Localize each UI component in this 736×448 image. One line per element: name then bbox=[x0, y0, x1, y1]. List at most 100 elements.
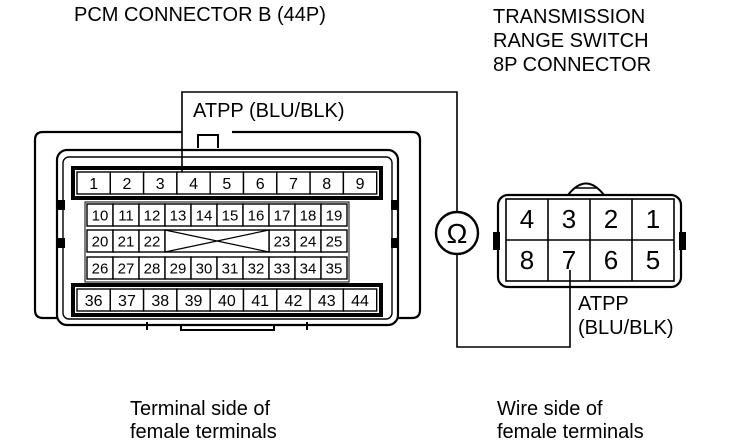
pcm-pin-label: 43 bbox=[318, 293, 336, 310]
pcm-pin-38: 38 bbox=[142, 288, 178, 312]
pcm-pin-label: 40 bbox=[218, 293, 236, 310]
pcm-pin-label: 17 bbox=[274, 207, 291, 224]
pcm-pin-label: 30 bbox=[196, 260, 213, 277]
pcm-pin-10: 10 bbox=[86, 203, 114, 227]
pcm-pin-label: 34 bbox=[300, 260, 317, 277]
pcm-pin-label: 11 bbox=[118, 207, 134, 224]
pcm-pin-label: 5 bbox=[222, 176, 231, 193]
pcm-pin-42: 42 bbox=[276, 288, 311, 312]
pcm-pin-30: 30 bbox=[190, 256, 218, 280]
pcm-pin-2: 2 bbox=[109, 171, 145, 195]
pcm-pin-label: 39 bbox=[185, 293, 203, 310]
pcm-pin-label: 13 bbox=[170, 207, 187, 224]
ohmmeter-icon: Ω bbox=[434, 210, 480, 256]
pcm-pin-12: 12 bbox=[138, 203, 166, 227]
pcm-pin-label: 14 bbox=[196, 207, 213, 224]
pcm-pin-40: 40 bbox=[209, 288, 245, 312]
switch-title-line-1: TRANSMISSION bbox=[493, 6, 646, 28]
test-wire bbox=[181, 91, 571, 348]
pcm-pin-41: 41 bbox=[242, 288, 278, 312]
pcm-pin-label: 1 bbox=[89, 176, 98, 193]
pcm-pin-label: 37 bbox=[118, 293, 136, 310]
pcm-pin-6: 6 bbox=[242, 171, 278, 195]
switch-pin-7: 7 bbox=[562, 245, 576, 275]
pcm-pin-label: 23 bbox=[274, 233, 291, 250]
pcm-pin-27: 27 bbox=[112, 256, 140, 280]
pcm-pin-36: 36 bbox=[76, 288, 111, 312]
pcm-pin-label: 2 bbox=[122, 176, 131, 193]
pcm-pin-label: 18 bbox=[300, 207, 317, 224]
pcm-wire-label: ATPP (BLU/BLK) bbox=[193, 100, 345, 122]
pcm-pin-label: 10 bbox=[92, 207, 109, 224]
pcm-pin-20: 20 bbox=[86, 229, 114, 253]
pcm-pin-3: 3 bbox=[142, 171, 178, 195]
pcm-pin-label: 16 bbox=[248, 207, 265, 224]
switch-pin-3: 3 bbox=[562, 204, 576, 234]
pcm-pin-18: 18 bbox=[294, 203, 322, 227]
switch-pin-4: 4 bbox=[520, 204, 534, 234]
pcm-pin-13: 13 bbox=[164, 203, 192, 227]
pcm-pin-label: 36 bbox=[85, 293, 103, 310]
pcm-pin-31: 31 bbox=[216, 256, 244, 280]
pcm-pin-28: 28 bbox=[138, 256, 166, 280]
pcm-pin-label: 21 bbox=[118, 233, 135, 250]
switch-pin-5: 5 bbox=[646, 245, 660, 275]
pcm-pin-label: 25 bbox=[326, 233, 343, 250]
pcm-pin-7: 7 bbox=[276, 171, 311, 195]
pcm-pin-label: 32 bbox=[248, 260, 265, 277]
pcm-pin-label: 20 bbox=[92, 233, 109, 250]
pcm-pin-15: 15 bbox=[216, 203, 244, 227]
pcm-pin-1: 1 bbox=[76, 171, 111, 195]
pcm-pin-label: 12 bbox=[144, 207, 161, 224]
pcm-pin-label: 41 bbox=[251, 293, 269, 310]
pcm-pin-label: 28 bbox=[144, 260, 161, 277]
pcm-pin-37: 37 bbox=[109, 288, 145, 312]
switch-pin-8: 8 bbox=[520, 245, 534, 275]
pcm-pin-22: 22 bbox=[138, 229, 166, 253]
pcm-pin-44: 44 bbox=[342, 288, 378, 312]
pcm-connector-title: PCM CONNECTOR B (44P) bbox=[74, 4, 326, 26]
pcm-pin-11: 11 bbox=[112, 203, 140, 227]
pcm-pin-label: 42 bbox=[285, 293, 303, 310]
pcm-pin-label: 33 bbox=[274, 260, 291, 277]
pcm-pin-label: 29 bbox=[170, 260, 187, 277]
pcm-side-keys bbox=[58, 200, 398, 248]
pcm-pin-label: 8 bbox=[322, 176, 331, 193]
pcm-pin-label: 15 bbox=[222, 207, 239, 224]
pcm-pin-26: 26 bbox=[86, 256, 114, 280]
switch-caption-line-2: female terminals bbox=[497, 421, 644, 443]
pcm-pin-label: 22 bbox=[144, 233, 161, 250]
pcm-pin-label: 31 bbox=[222, 260, 239, 277]
pcm-pin-label: 3 bbox=[156, 176, 165, 193]
pcm-pin-29: 29 bbox=[164, 256, 192, 280]
pcm-pin-43: 43 bbox=[309, 288, 345, 312]
pcm-pin-35: 35 bbox=[320, 256, 348, 280]
ohm-symbol: Ω bbox=[447, 218, 468, 249]
switch-wire-label-line-2: (BLU/BLK) bbox=[578, 317, 674, 339]
pcm-pin-label: 4 bbox=[189, 176, 198, 193]
pcm-pin-label: 19 bbox=[326, 207, 343, 224]
pcm-caption-line-2: female terminals bbox=[130, 421, 277, 443]
pcm-pin-33: 33 bbox=[268, 256, 296, 280]
switch-wire-label-line-1: ATPP bbox=[578, 293, 629, 315]
pcm-pin-24: 24 bbox=[294, 229, 322, 253]
switch-side-keys bbox=[493, 232, 686, 250]
pcm-pin-label: 44 bbox=[351, 293, 369, 310]
pcm-pin-25: 25 bbox=[320, 229, 348, 253]
pcm-pin-label: 24 bbox=[300, 233, 317, 250]
pcm-pin-23: 23 bbox=[268, 229, 296, 253]
pcm-pin-21: 21 bbox=[112, 229, 140, 253]
pcm-caption-line-1: Terminal side of bbox=[130, 398, 271, 420]
switch-title-line-2: RANGE SWITCH bbox=[493, 30, 649, 52]
pcm-pin-label: 6 bbox=[256, 176, 265, 193]
pcm-pin-14: 14 bbox=[190, 203, 218, 227]
pcm-pin-label: 35 bbox=[326, 260, 343, 277]
switch-pin-6: 6 bbox=[604, 245, 618, 275]
pcm-pin-32: 32 bbox=[242, 256, 270, 280]
pcm-pin-4: 4 bbox=[176, 171, 211, 195]
switch-pin-1: 1 bbox=[646, 204, 660, 234]
pcm-pin-9: 9 bbox=[342, 171, 378, 195]
pcm-pin-5: 5 bbox=[209, 171, 245, 195]
